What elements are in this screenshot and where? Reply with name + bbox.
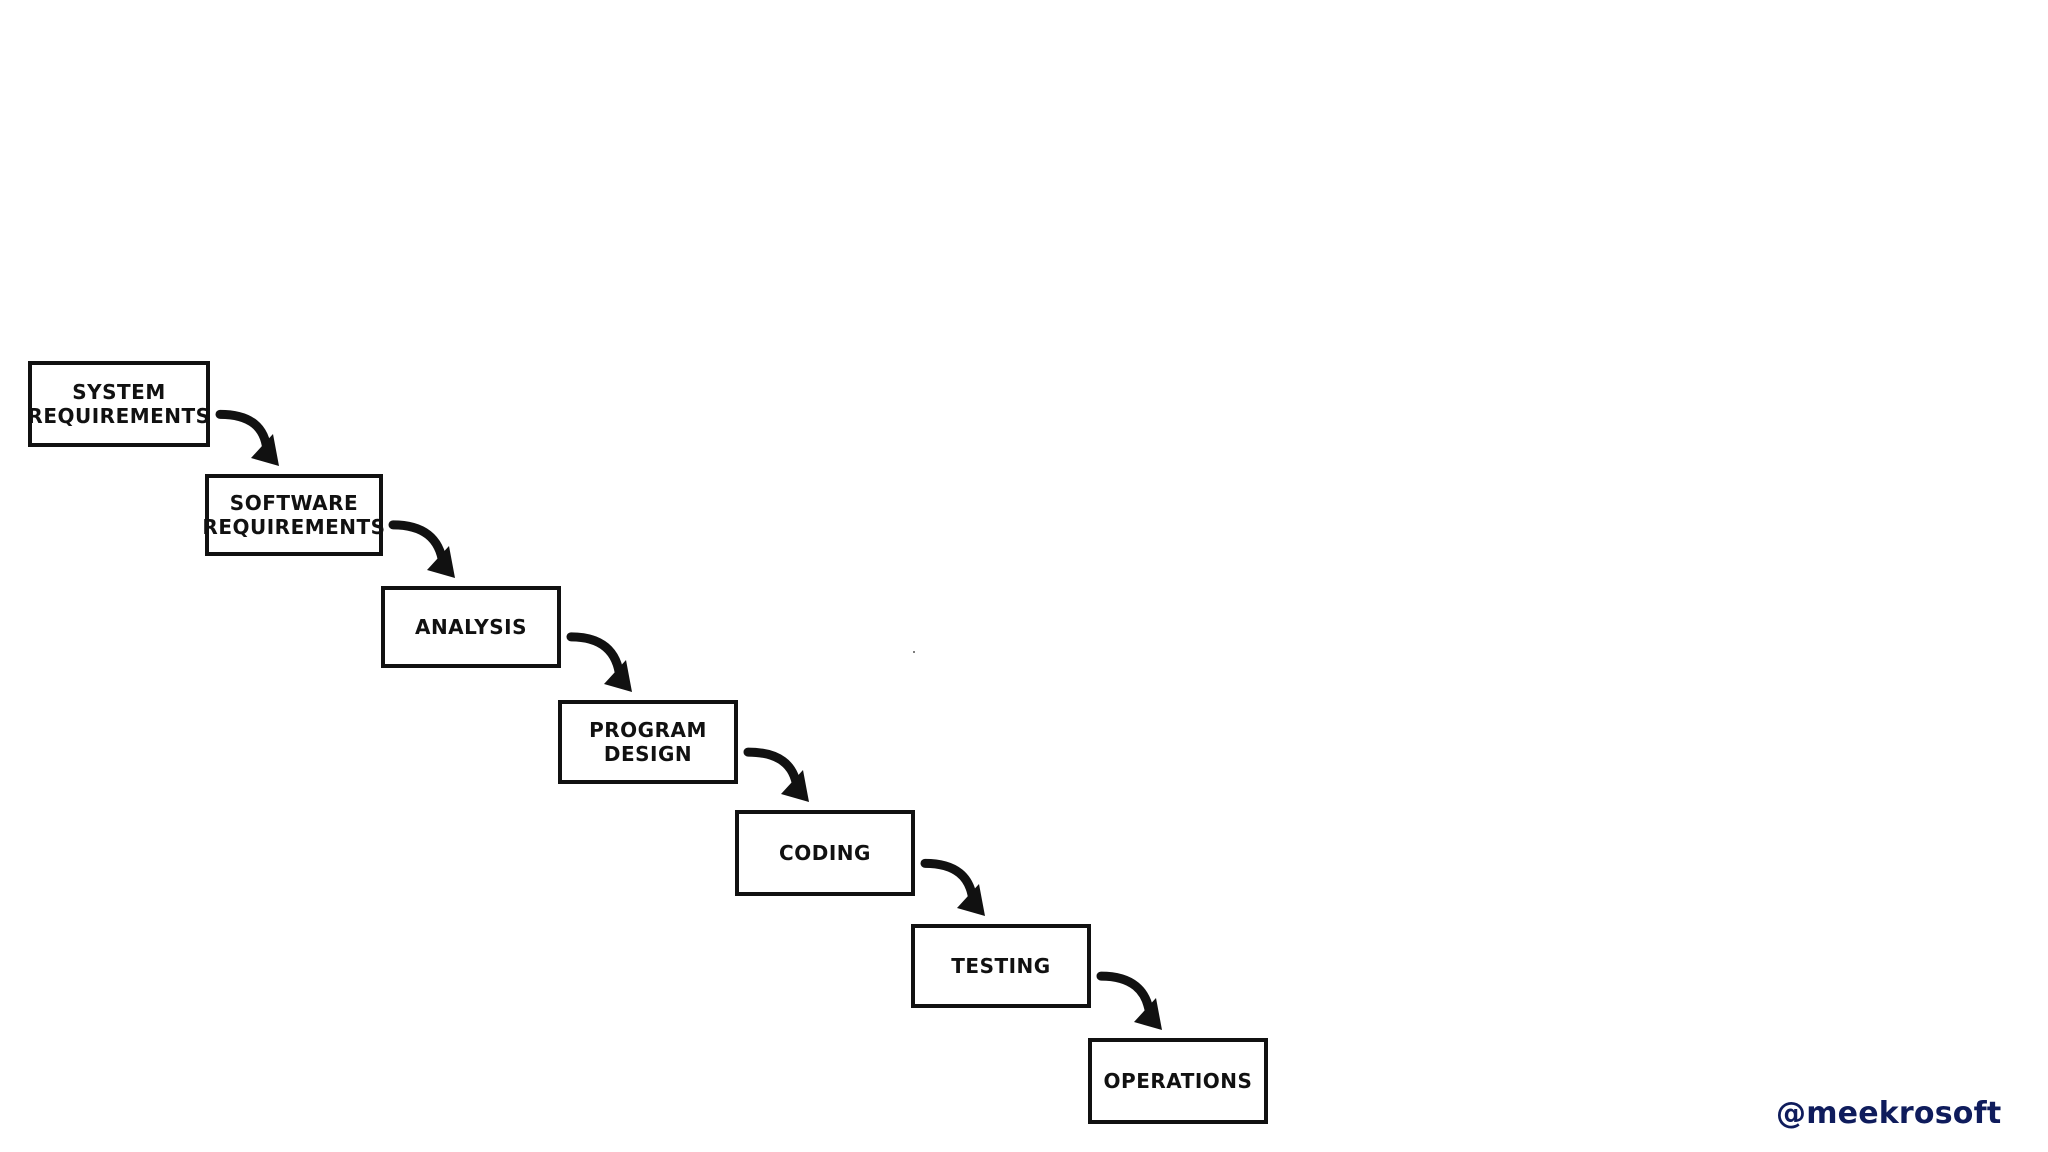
stage-label: OPERATIONS xyxy=(1103,1069,1253,1093)
stage-label: SOFTWARE REQUIREMENTS xyxy=(202,491,386,539)
stage-testing: TESTING xyxy=(911,924,1091,1008)
flow-arrow xyxy=(215,409,279,466)
flow-arrow xyxy=(920,858,985,916)
flow-arrow-head xyxy=(427,546,455,578)
flow-arrow-shaft xyxy=(1096,971,1155,1021)
flow-arrow xyxy=(1096,971,1162,1030)
flow-arrow-head xyxy=(957,884,985,916)
flow-arrow xyxy=(388,520,455,578)
flow-arrow-head xyxy=(1134,998,1162,1030)
flow-arrow-shaft xyxy=(215,409,272,457)
stage-coding: CODING xyxy=(735,810,915,896)
stage-label: PROGRAM DESIGN xyxy=(589,718,707,766)
watermark-handle: @meekrosoft xyxy=(1776,1096,2002,1131)
flow-arrow-shaft xyxy=(388,520,448,569)
flow-arrow-head xyxy=(251,434,279,466)
flow-arrow xyxy=(566,632,632,692)
stage-label: SYSTEM REQUIREMENTS xyxy=(27,380,211,428)
stage-software-requirements: SOFTWARE REQUIREMENTS xyxy=(202,474,386,556)
stage-program-design: PROGRAM DESIGN xyxy=(558,700,738,784)
flow-arrow xyxy=(743,747,809,802)
stage-label: TESTING xyxy=(951,954,1051,978)
stage-operations: OPERATIONS xyxy=(1088,1038,1268,1124)
stage-label: ANALYSIS xyxy=(414,615,528,639)
stage-system-requirements: SYSTEM REQUIREMENTS xyxy=(27,361,211,447)
flow-arrow-shaft xyxy=(566,632,625,683)
stage-label: CODING xyxy=(779,841,871,865)
flow-arrow-shaft xyxy=(920,858,978,907)
scan-speck xyxy=(913,651,915,653)
flow-arrow-head xyxy=(604,660,632,692)
stage-analysis: ANALYSIS xyxy=(381,586,561,668)
flow-arrow-shaft xyxy=(743,747,802,793)
flow-arrow-head xyxy=(781,770,809,802)
